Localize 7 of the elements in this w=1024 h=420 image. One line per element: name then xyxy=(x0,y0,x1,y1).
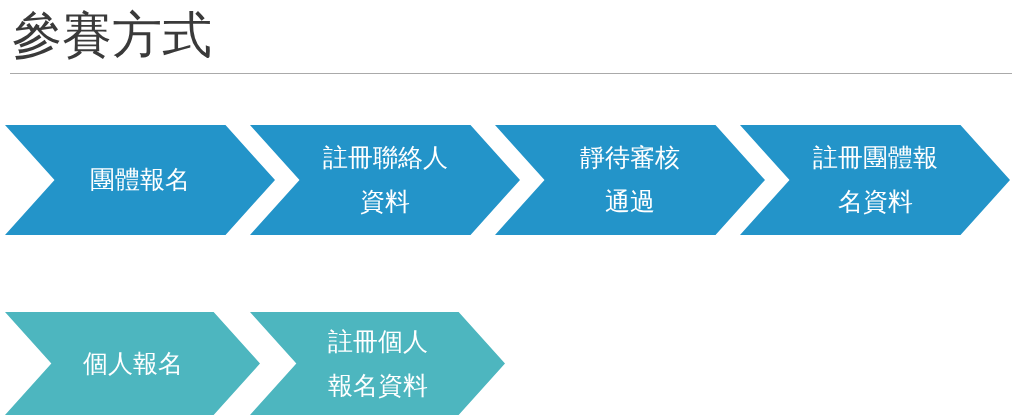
page-title: 參賽方式 xyxy=(12,5,212,66)
step-label: 註冊團體報名資料 xyxy=(811,142,939,218)
step-label: 註冊聯絡人資料 xyxy=(321,142,449,218)
step-label: 註冊個人報名資料 xyxy=(326,325,429,402)
step-label: 靜待審核通過 xyxy=(579,142,681,218)
step-label: 團體報名 xyxy=(89,164,191,196)
step-label: 個人報名 xyxy=(81,347,184,380)
